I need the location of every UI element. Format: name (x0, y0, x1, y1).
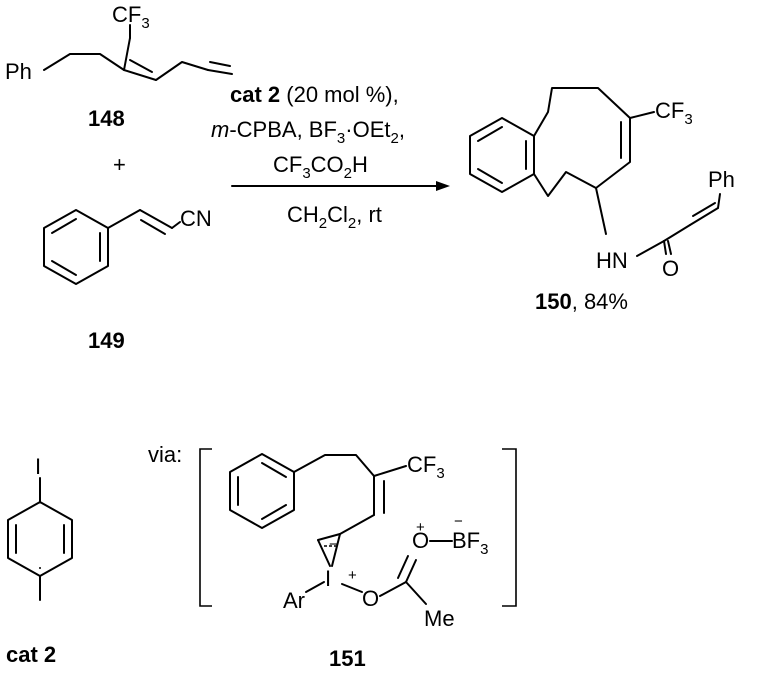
condition-solvent: CH2Cl2, rt (287, 202, 382, 232)
reaction-arrow (231, 181, 450, 191)
me-label: Me (424, 606, 455, 631)
acetate-o-label: O (362, 586, 379, 611)
carbonyl-o-label: O (662, 256, 679, 281)
ph-label: Ph (5, 59, 32, 84)
compound-149: CN 149 (43, 206, 212, 353)
iodine-label: I (35, 454, 41, 479)
boron-minus-charge: − (454, 513, 463, 530)
oxonium-o-label: O (412, 528, 429, 553)
compound-150: CF3 HN O Ph 150, 84% (469, 87, 735, 314)
hn-label: HN (596, 248, 628, 273)
oxonium-plus-charge: + (416, 519, 425, 536)
condition-acid: CF3CO2H (273, 152, 368, 182)
compound-number-151: 151 (329, 646, 366, 671)
condition-reagents: m-CPBA, BF3·OEt2, (211, 117, 405, 147)
compound-number-150: 150, 84% (535, 289, 628, 314)
compound-number-148: 148 (88, 106, 125, 131)
reaction-conditions: cat 2 (20 mol %), m-CPBA, BF3·OEt2, CF3C… (211, 82, 405, 232)
cf3-label: CF3 (407, 452, 445, 482)
cn-label: CN (180, 206, 212, 231)
via-label: via: (148, 442, 182, 467)
cf3-label: CF3 (655, 98, 693, 128)
intermediate-151: via: CF3 − I + Ar O Me O + (148, 442, 517, 671)
minus-charge: − (329, 536, 338, 553)
ar-label: Ar (283, 588, 305, 613)
bf3-label: BF3 (452, 528, 488, 558)
compound-148: Ph CF3 148 (5, 2, 233, 131)
catalyst-2-label: cat 2 (6, 642, 56, 667)
condition-catalyst: cat 2 (20 mol %), (230, 82, 399, 107)
cf3-label: CF3 (112, 2, 150, 32)
catalyst-2: I cat 2 (6, 454, 73, 667)
ph-label: Ph (708, 167, 735, 192)
plus-sign: + (113, 152, 126, 177)
iodine-label: I (325, 566, 331, 591)
compound-number-149: 149 (88, 328, 125, 353)
iodine-plus-charge: + (348, 567, 357, 584)
